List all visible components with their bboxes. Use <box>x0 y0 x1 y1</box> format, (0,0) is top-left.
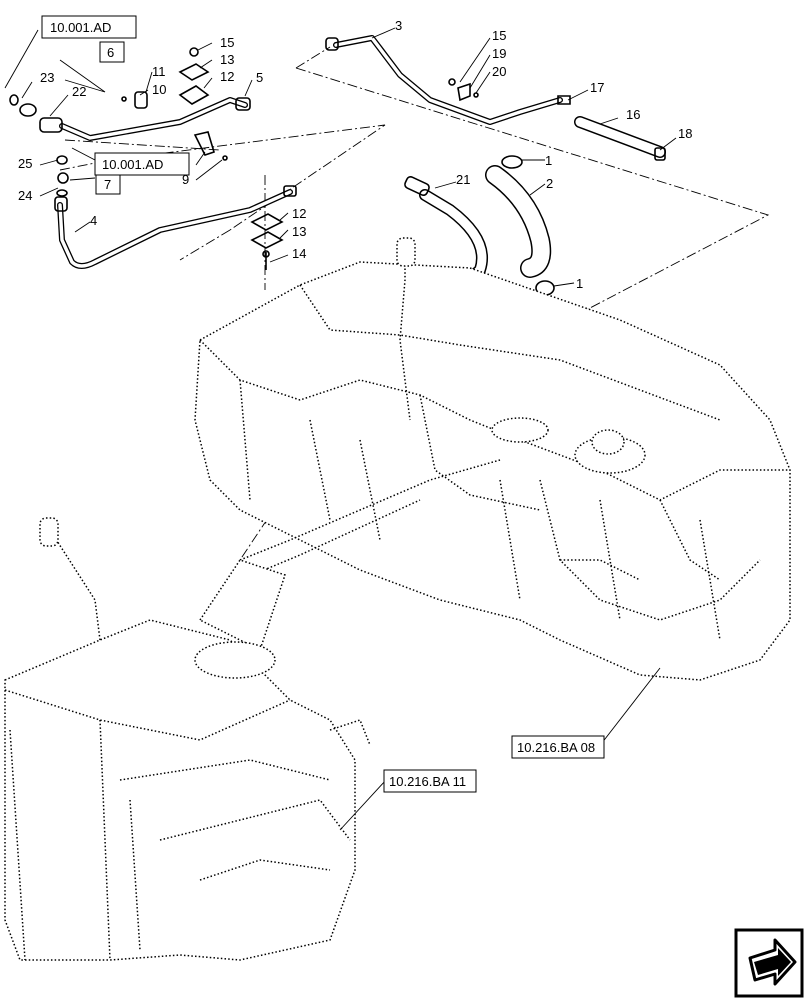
forward-page-arrow-icon[interactable] <box>734 928 804 998</box>
callout-24: 24 <box>18 188 32 203</box>
leader-lines <box>4 27 677 831</box>
boxed-callout-6: 6 <box>99 41 125 63</box>
tube-5-assembly <box>9 91 251 197</box>
callout-15-left: 15 <box>220 35 234 50</box>
callout-10: 10 <box>152 82 166 97</box>
boxed-callout-7: 7 <box>95 173 121 195</box>
hose-16 <box>574 116 666 161</box>
tube-4-assembly <box>54 185 297 269</box>
fuel-tank-left <box>4 517 371 961</box>
callout-12-lower: 12 <box>292 206 306 221</box>
reference-box-top[interactable]: 10.001.AD <box>41 15 137 39</box>
fuel-tank-right <box>194 237 791 681</box>
callout-3: 3 <box>395 18 402 33</box>
callout-12-upper: 12 <box>220 69 234 84</box>
callout-20: 20 <box>492 64 506 79</box>
tube-3-assembly <box>325 35 571 125</box>
callout-13-lower: 13 <box>292 224 306 239</box>
callout-1-upper: 1 <box>545 153 552 168</box>
callout-1-lower: 1 <box>576 276 583 291</box>
callout-22: 22 <box>72 84 86 99</box>
callout-labels: 1 1 2 3 4 5 8 9 10 11 12 12 13 13 14 15 … <box>18 18 692 291</box>
reference-box-tank-left[interactable]: 10.216.BA 11 <box>383 769 477 793</box>
callout-16: 16 <box>626 107 640 122</box>
clamp-assembly-upper <box>178 47 210 105</box>
callout-14: 14 <box>292 246 306 261</box>
callout-6: 6 <box>107 45 114 60</box>
callout-7: 7 <box>104 177 111 192</box>
reference-label[interactable]: 10.216.BA 08 <box>517 740 595 755</box>
hose-2 <box>485 155 555 296</box>
callout-21: 21 <box>456 172 470 187</box>
callout-4: 4 <box>90 213 97 228</box>
callout-19: 19 <box>492 46 506 61</box>
callout-17: 17 <box>590 80 604 95</box>
callout-15-right: 15 <box>492 28 506 43</box>
callout-5: 5 <box>256 70 263 85</box>
callout-9: 9 <box>182 172 189 187</box>
reference-label[interactable]: 10.216.BA 11 <box>389 774 466 789</box>
reference-box-tank-right[interactable]: 10.216.BA 08 <box>511 735 605 759</box>
reference-label[interactable]: 10.001.AD <box>102 157 163 172</box>
callout-2: 2 <box>546 176 553 191</box>
callout-23: 23 <box>40 70 54 85</box>
callout-25: 25 <box>18 156 32 171</box>
callout-11: 11 <box>152 64 166 79</box>
callout-18: 18 <box>678 126 692 141</box>
callout-13-upper: 13 <box>220 52 234 67</box>
clamp-assembly-lower <box>250 213 284 270</box>
reference-label[interactable]: 10.001.AD <box>50 20 111 35</box>
reference-box-middle[interactable]: 10.001.AD <box>94 152 190 176</box>
